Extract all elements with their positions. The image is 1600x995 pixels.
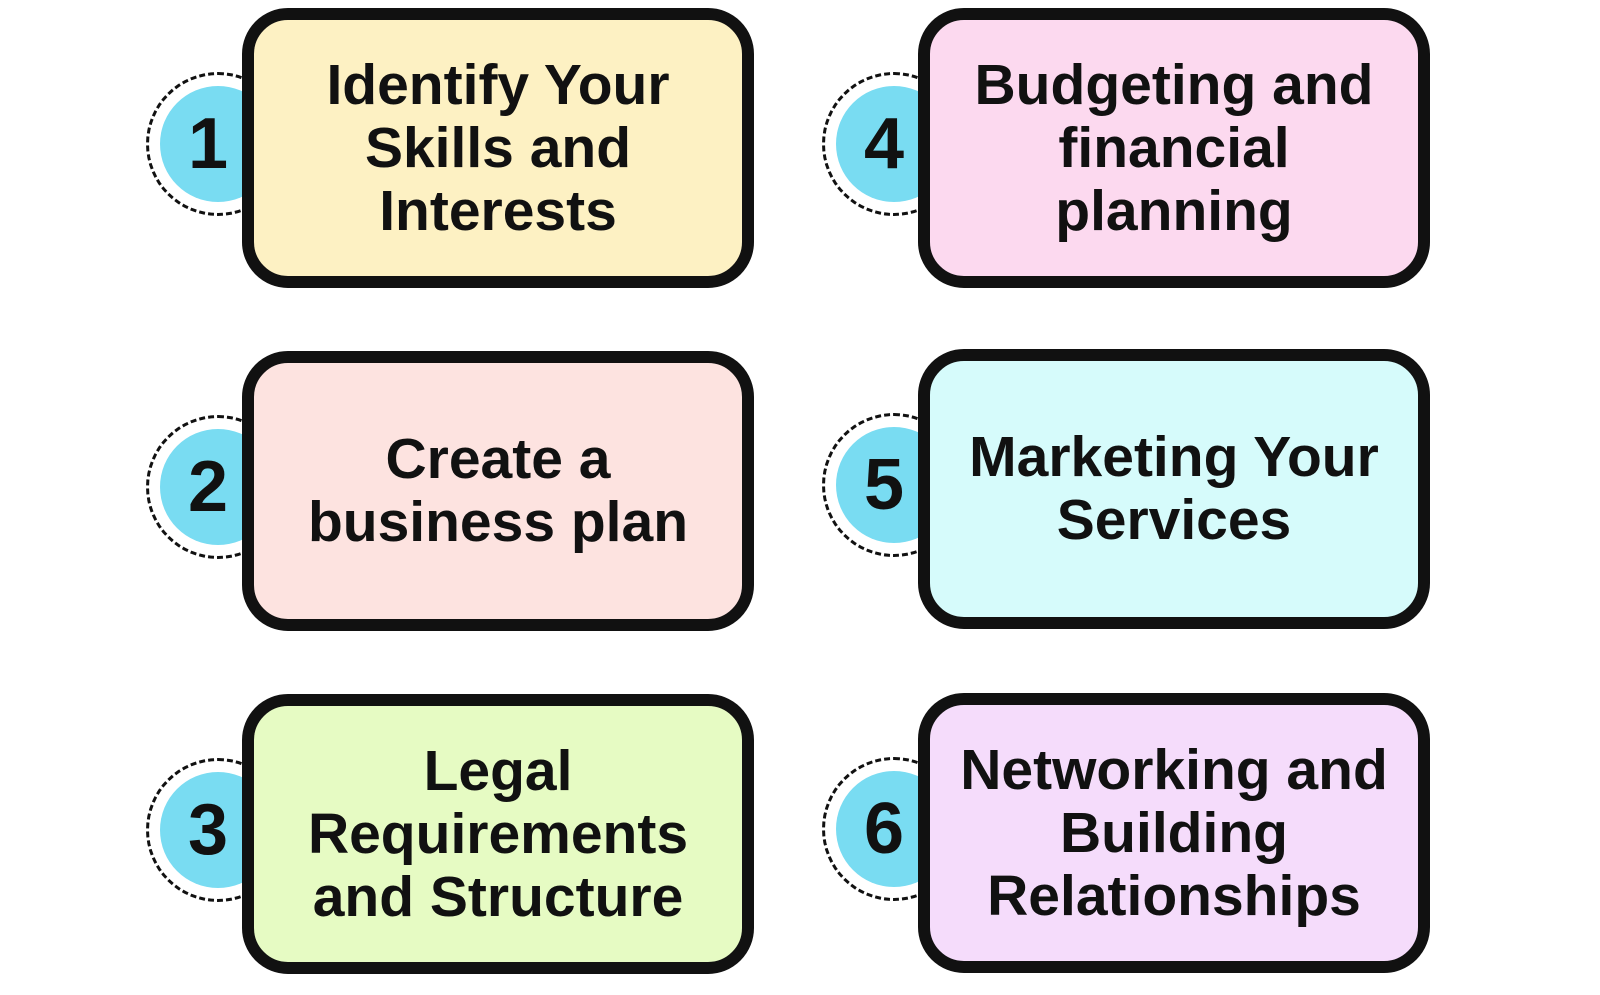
step-card: Identify Your Skills and Interests [242,8,754,288]
step-number: 5 [863,445,905,525]
step-number: 2 [187,447,229,527]
step-card: Marketing Your Services [918,349,1430,629]
step-number: 6 [863,789,905,869]
step-number: 3 [187,790,229,870]
step-card: Budgeting and financial planning [918,8,1430,288]
step-6: 6 Networking and Building Relationships [822,689,1430,979]
step-label: Identify Your Skills and Interests [326,52,670,243]
step-label: Create a business plan [307,427,689,554]
step-label: Marketing Your Services [969,425,1379,552]
step-card: Networking and Building Relationships [918,693,1430,973]
step-2: 2 Create a business plan [146,347,754,637]
step-5: 5 Marketing Your Services [822,345,1430,635]
step-label: Networking and Building Relationships [960,737,1388,928]
step-card: Create a business plan [242,351,754,631]
step-number: 4 [863,104,905,184]
step-4: 4 Budgeting and financial planning [822,4,1430,294]
step-label: Budgeting and financial planning [974,52,1374,243]
step-card: Legal Requirements and Structure [242,694,754,974]
step-3: 3 Legal Requirements and Structure [146,690,754,980]
step-1: 1 Identify Your Skills and Interests [146,4,754,294]
step-label: Legal Requirements and Structure [307,738,689,929]
step-number: 1 [187,104,229,184]
